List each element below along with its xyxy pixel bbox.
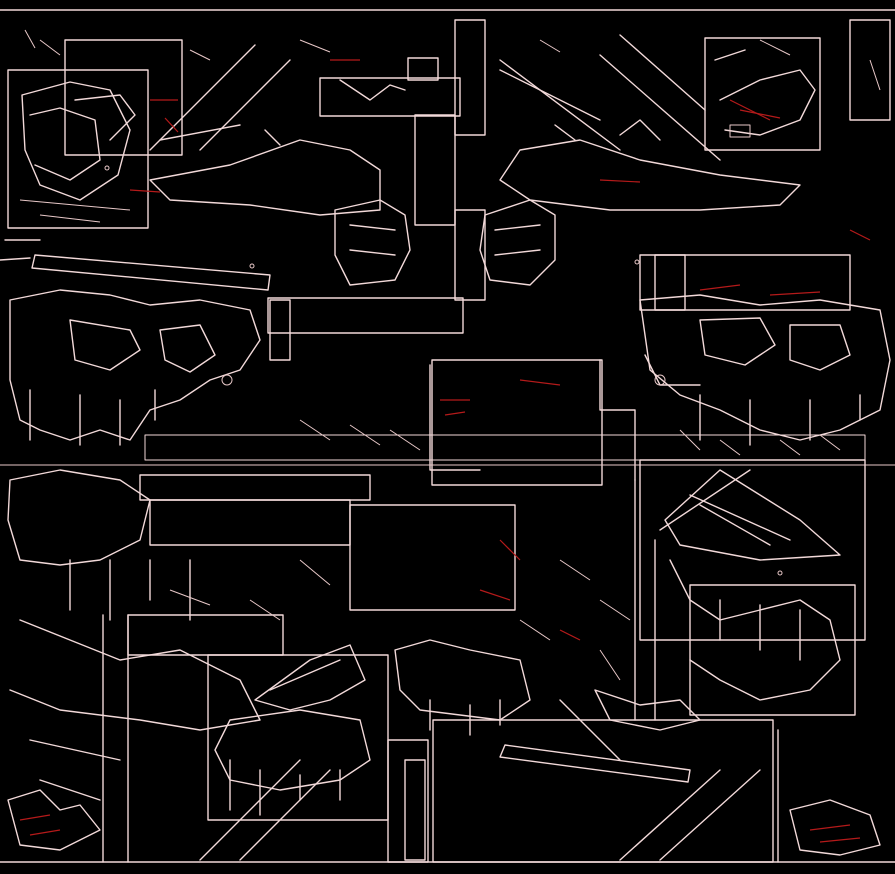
piano-legs-right <box>639 294 891 446</box>
bench-blobs-top <box>334 199 556 286</box>
center-rectangles <box>0 254 895 611</box>
piano-photo-panel-bottom-left <box>127 614 389 821</box>
center-column-top <box>319 19 486 301</box>
wing-shapes-top <box>149 69 801 216</box>
corner-scraps-bottom <box>7 789 881 856</box>
edge-noise <box>24 29 881 681</box>
keyboard-beams <box>0 239 691 783</box>
piano-photo-panel-top-right <box>704 19 891 151</box>
piano-photo-panel-top-left <box>7 39 183 229</box>
piano-photo-panel-right <box>639 459 866 716</box>
center-column-bottom <box>387 639 774 863</box>
piano-legs-left <box>7 289 261 801</box>
vertical-posts <box>102 479 779 863</box>
